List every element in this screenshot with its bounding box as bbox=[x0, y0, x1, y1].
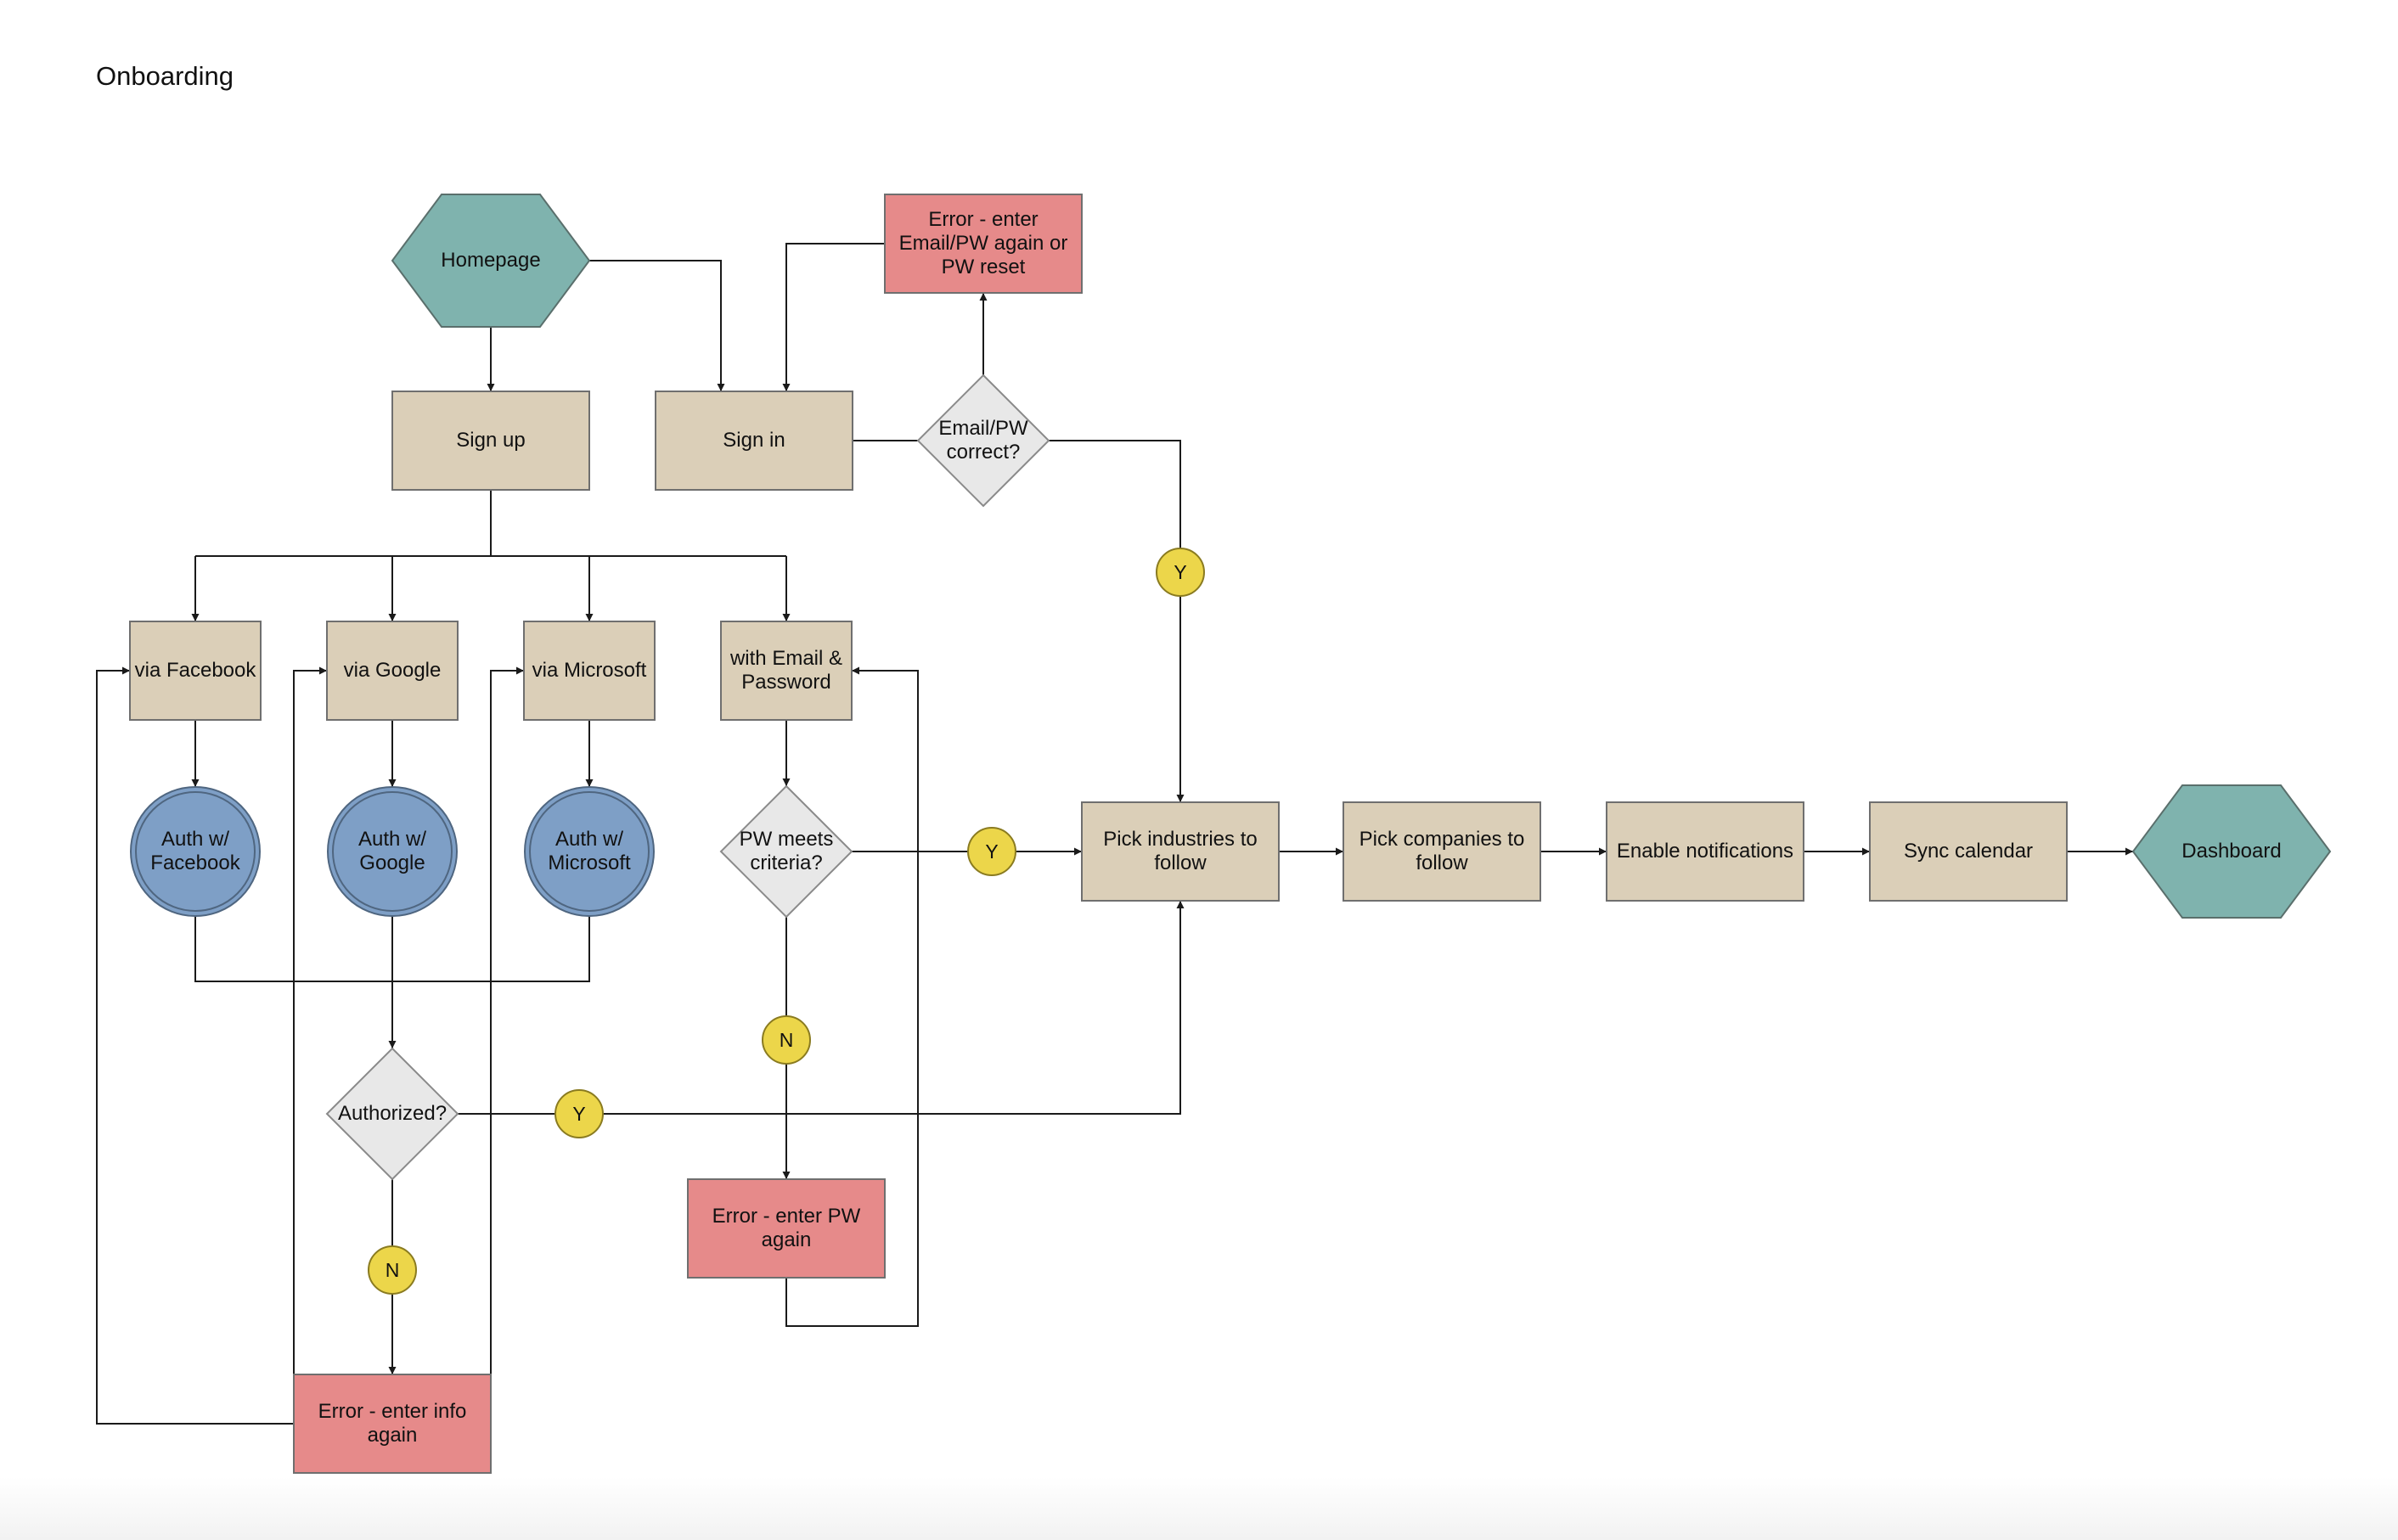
yes-badge-signin-label: Y bbox=[1174, 560, 1187, 583]
edge-errorinfo-microsoft bbox=[490, 666, 524, 1374]
edge-error-signin bbox=[782, 243, 885, 391]
yes-badge-signin bbox=[1156, 548, 1205, 597]
yes-badge-pw bbox=[967, 827, 1016, 876]
no-badge-auth-label: N bbox=[385, 1258, 400, 1281]
with-email-password-node[interactable] bbox=[720, 621, 853, 721]
edge-homepage-signin bbox=[589, 260, 725, 391]
edge-authorized-yes bbox=[458, 901, 1185, 1115]
authorized-decision[interactable] bbox=[325, 1047, 459, 1181]
edge-errorinfo-facebook bbox=[96, 666, 294, 1425]
sign-up-node[interactable] bbox=[391, 391, 590, 491]
no-badge-auth bbox=[368, 1245, 417, 1295]
page-title: Onboarding bbox=[96, 61, 234, 91]
via-facebook-node[interactable] bbox=[129, 621, 262, 721]
yes-badge-pw-label: Y bbox=[985, 840, 999, 863]
error-pw-node[interactable] bbox=[687, 1178, 886, 1279]
edge-errorinfo-google bbox=[293, 666, 327, 1424]
error-info-node[interactable] bbox=[293, 1374, 492, 1474]
dashboard-node[interactable] bbox=[2131, 784, 2332, 919]
email-pw-correct-decision[interactable] bbox=[916, 374, 1050, 508]
pw-meets-criteria-decision[interactable] bbox=[719, 784, 853, 919]
edge-errorpw-back bbox=[785, 666, 919, 1327]
edge-decision-yes bbox=[1049, 440, 1185, 802]
yes-badge-auth-label: Y bbox=[572, 1102, 586, 1125]
no-badge-pw-label: N bbox=[779, 1028, 794, 1051]
yes-badge-auth bbox=[554, 1089, 604, 1138]
homepage-node[interactable] bbox=[391, 194, 591, 328]
error-signin-node[interactable] bbox=[884, 194, 1083, 294]
auth-google-node[interactable] bbox=[327, 786, 458, 917]
pick-companies-node[interactable] bbox=[1343, 801, 1541, 902]
via-microsoft-node[interactable] bbox=[523, 621, 656, 721]
auth-microsoft-node[interactable] bbox=[524, 786, 655, 917]
sync-calendar-node[interactable] bbox=[1869, 801, 2068, 902]
enable-notifications-node[interactable] bbox=[1606, 801, 1804, 902]
pick-industries-node[interactable] bbox=[1081, 801, 1280, 902]
no-badge-pw bbox=[762, 1015, 811, 1065]
sign-in-node[interactable] bbox=[655, 391, 853, 491]
via-google-node[interactable] bbox=[326, 621, 459, 721]
auth-facebook-node[interactable] bbox=[130, 786, 261, 917]
